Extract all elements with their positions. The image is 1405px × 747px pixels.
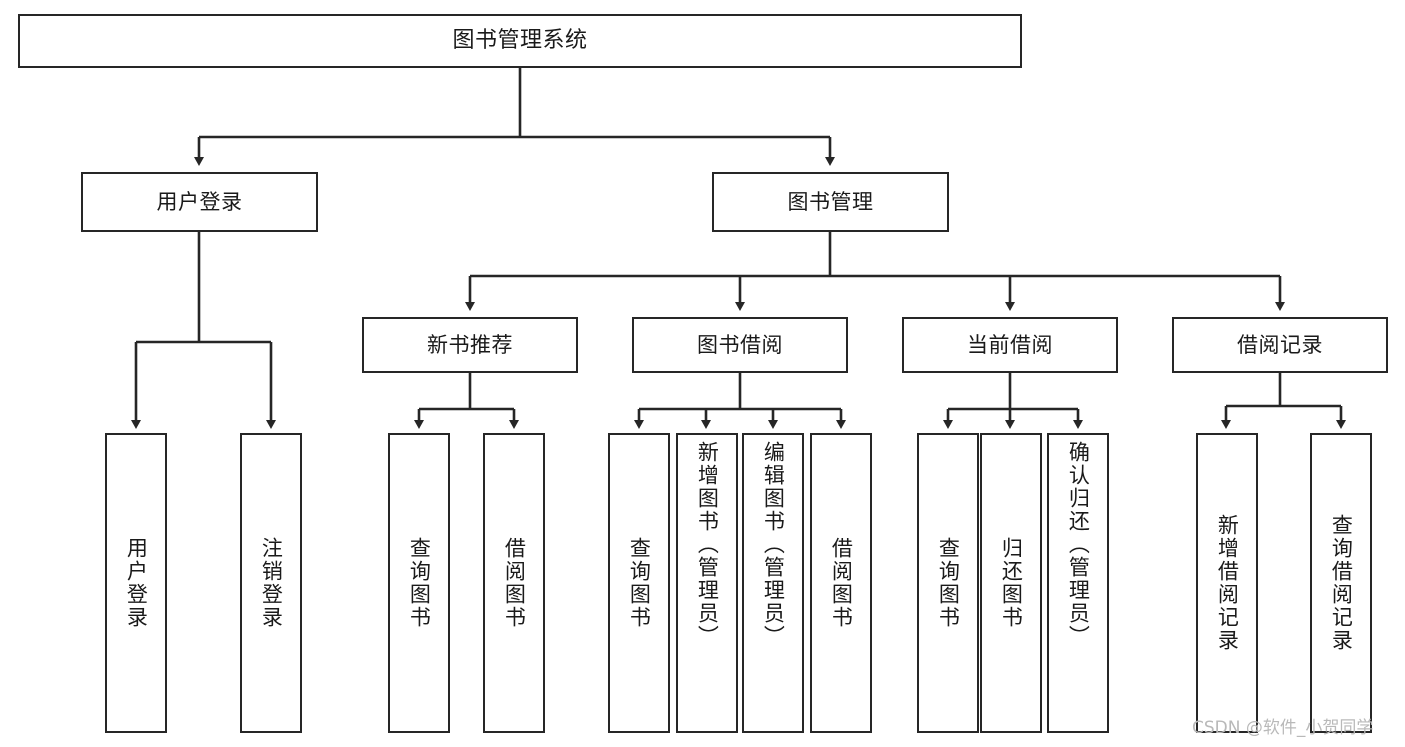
node-leaf-query-record[interactable]: 查询借阅记录 (1310, 433, 1372, 733)
node-leaf-add-record[interactable]: 新增借阅记录 (1196, 433, 1258, 733)
node-leaf-logout-login-label: 注销登录 (259, 537, 284, 629)
node-root-system[interactable]: 图书管理系统 (18, 14, 1022, 68)
node-leaf-return-book[interactable]: 归还图书 (980, 433, 1042, 733)
node-leaf-query-book-3[interactable]: 查询图书 (917, 433, 979, 733)
node-leaf-confirm-return-label: 确认归还（管理员） (1066, 441, 1091, 648)
node-leaf-query-book-1[interactable]: 查询图书 (388, 433, 450, 733)
node-leaf-logout-login[interactable]: 注销登录 (240, 433, 302, 733)
node-leaf-user-login-label: 用户登录 (124, 537, 149, 629)
node-leaf-borrow-book-1[interactable]: 借阅图书 (483, 433, 545, 733)
node-leaf-query-book-1-label: 查询图书 (407, 537, 432, 629)
node-leaf-borrow-book-1-label: 借阅图书 (502, 537, 527, 629)
csdn-watermark: CSDN @软件_小贺同学 (1192, 718, 1374, 738)
node-leaf-return-book-label: 归还图书 (999, 537, 1024, 629)
node-borrow-record-label: 借阅记录 (1237, 332, 1323, 357)
node-current-borrow[interactable]: 当前借阅 (902, 317, 1118, 373)
node-user-login[interactable]: 用户登录 (81, 172, 318, 232)
node-current-borrow-label: 当前借阅 (967, 332, 1053, 357)
node-leaf-borrow-book-2-label: 借阅图书 (829, 537, 854, 629)
node-new-book-recommend[interactable]: 新书推荐 (362, 317, 578, 373)
node-book-borrow[interactable]: 图书借阅 (632, 317, 848, 373)
node-leaf-query-book-2[interactable]: 查询图书 (608, 433, 670, 733)
node-leaf-add-book-label: 新增图书（管理员） (695, 441, 720, 648)
node-book-management-label: 图书管理 (787, 189, 874, 214)
node-leaf-borrow-book-2[interactable]: 借阅图书 (810, 433, 872, 733)
node-book-management[interactable]: 图书管理 (712, 172, 949, 232)
node-user-login-label: 用户登录 (156, 189, 243, 214)
node-leaf-query-record-label: 查询借阅记录 (1329, 514, 1354, 652)
node-root-system-label: 图书管理系统 (452, 28, 588, 54)
node-leaf-query-book-2-label: 查询图书 (627, 537, 652, 629)
node-leaf-edit-book-label: 编辑图书（管理员） (761, 441, 786, 648)
node-new-book-recommend-label: 新书推荐 (427, 332, 513, 357)
node-leaf-add-record-label: 新增借阅记录 (1215, 514, 1240, 652)
node-leaf-query-book-3-label: 查询图书 (936, 537, 961, 629)
node-leaf-confirm-return[interactable]: 确认归还（管理员） (1047, 433, 1109, 733)
node-leaf-edit-book[interactable]: 编辑图书（管理员） (742, 433, 804, 733)
node-borrow-record[interactable]: 借阅记录 (1172, 317, 1388, 373)
node-leaf-add-book[interactable]: 新增图书（管理员） (676, 433, 738, 733)
node-book-borrow-label: 图书借阅 (697, 332, 783, 357)
node-leaf-user-login[interactable]: 用户登录 (105, 433, 167, 733)
